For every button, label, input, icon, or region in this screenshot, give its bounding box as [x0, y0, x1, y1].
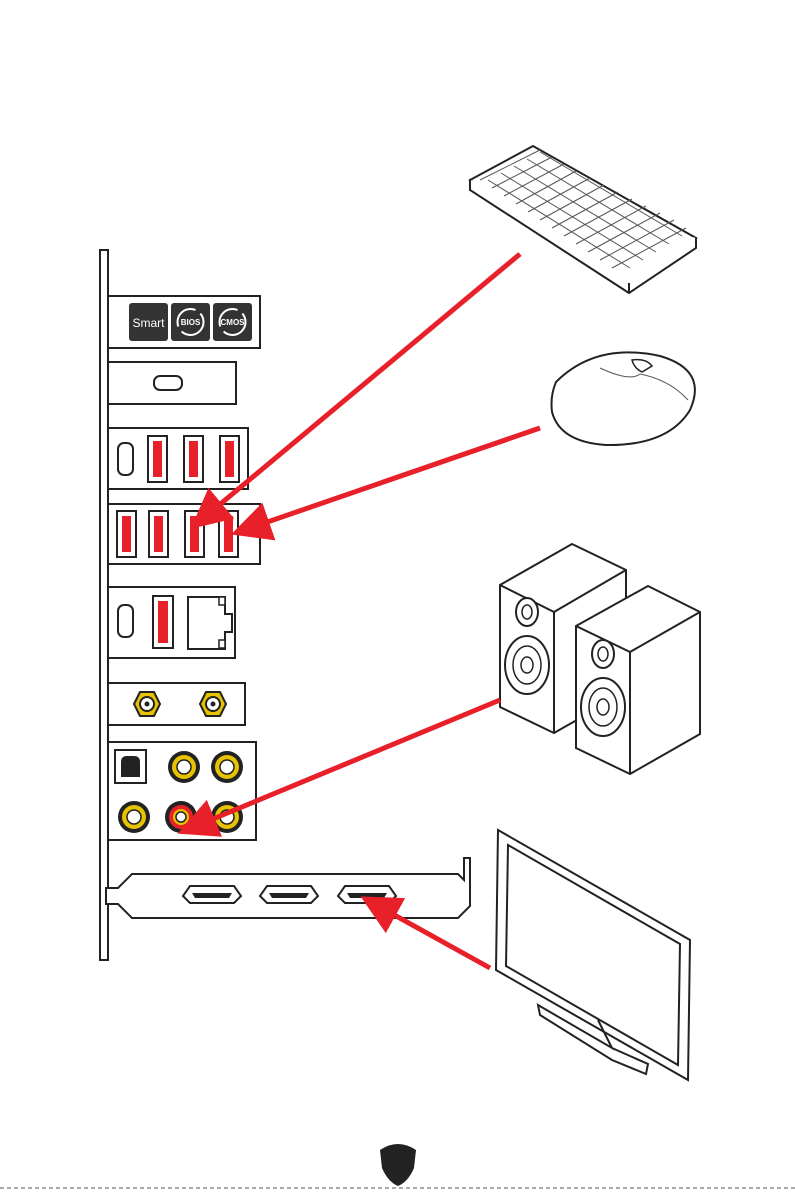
usb-a-port[interactable]	[117, 511, 136, 557]
usb-lan-block	[108, 587, 235, 658]
hdmi-port[interactable]	[338, 886, 396, 903]
hdmi-port[interactable]	[183, 886, 241, 903]
audio-jack[interactable]	[168, 751, 200, 783]
bios-button-label: BIOS	[181, 318, 201, 327]
usb-c-port-block	[108, 362, 236, 404]
usb-a-port[interactable]	[153, 596, 173, 648]
usb-c-port[interactable]	[154, 376, 182, 390]
clear-cmos-button[interactable]: CMOS	[213, 303, 252, 341]
smart-button[interactable]: Smart	[129, 303, 168, 341]
keyboard-icon	[470, 146, 696, 293]
hdmi-port[interactable]	[260, 886, 318, 903]
usb-a-port[interactable]	[148, 436, 167, 482]
antenna-connector[interactable]	[200, 692, 226, 716]
usb-port-block-2	[108, 504, 260, 564]
mouse-icon	[552, 352, 695, 445]
usb-c-port[interactable]	[118, 443, 133, 475]
wifi-antenna-block	[108, 683, 245, 725]
keyboard-arrow	[206, 254, 520, 516]
smart-button-label: Smart	[132, 316, 165, 330]
connection-arrows	[196, 254, 540, 968]
usb-a-port[interactable]	[185, 511, 204, 557]
monitor-icon	[496, 830, 690, 1080]
io-shield	[100, 250, 108, 960]
audio-jack-block	[108, 742, 256, 840]
usb-c-port[interactable]	[118, 605, 133, 637]
bios-flashback-button[interactable]: BIOS	[171, 303, 210, 341]
usb-a-port[interactable]	[220, 436, 239, 482]
page-badge-icon	[380, 1144, 416, 1186]
usb-port-block-1	[108, 428, 248, 489]
speakers-icon	[500, 544, 700, 774]
usb-a-port[interactable]	[184, 436, 203, 482]
io-button-row: Smart BIOS CMOS	[108, 296, 260, 348]
graphics-card-bracket	[106, 858, 470, 918]
audio-line-out-jack[interactable]	[165, 801, 197, 833]
audio-jack[interactable]	[118, 801, 150, 833]
audio-jack[interactable]	[211, 751, 243, 783]
optical-spdif-port[interactable]	[115, 750, 146, 783]
antenna-connector[interactable]	[134, 692, 160, 716]
usb-a-port[interactable]	[219, 511, 238, 557]
usb-a-port[interactable]	[149, 511, 168, 557]
cmos-button-label: CMOS	[221, 318, 246, 327]
